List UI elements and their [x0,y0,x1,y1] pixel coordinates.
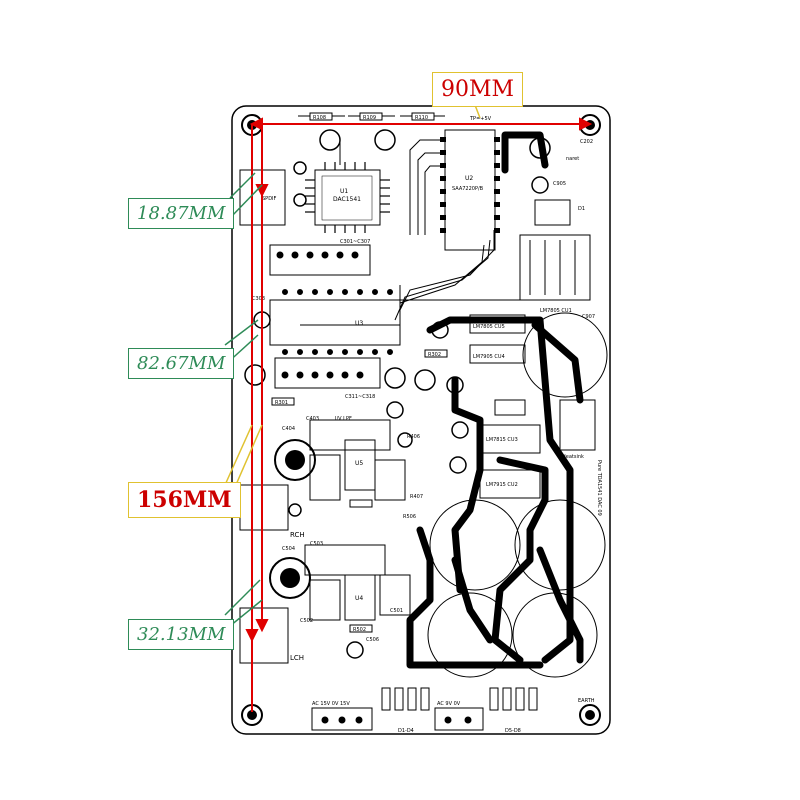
r302-label: R302 [428,352,441,358]
rch-label: RCH [290,531,305,539]
diodes [381,687,538,711]
d1-label: D1 [578,206,585,212]
c501-label: C501 [390,608,403,614]
u1-chip: U1 DAC1541 [305,162,390,233]
board-outline [231,105,611,735]
brand-label: Pure TDA1541 DAC 09 [596,460,602,516]
u2-chip: U2 SAA7220P/B [440,129,500,251]
small-capacitors-top [293,129,551,207]
c503-label: C503 [310,541,323,547]
iv-lpf-label: I/V LPF [335,416,352,422]
output-capacitors [269,439,364,659]
u2-label: U2 [465,175,473,182]
u4-label: U4 [355,595,363,602]
lm7805-cu1-label: LM7805 CU1 [540,308,572,314]
dimension-lines [245,117,593,712]
c202-label: C202 [580,139,593,145]
r108-label: R108 [313,115,326,121]
earth-label: EARTH [578,698,595,704]
r301-label: R301 [275,400,288,406]
r302-resistor [424,349,448,358]
c311-c318-row [274,357,381,389]
c907-label: C907 [582,314,595,320]
spdif-label: SPDIF [262,196,277,202]
naret-label: naret [566,156,579,162]
lm7905-cu4-label: LM7905 CU4 [473,354,505,360]
r110-label: R110 [415,115,428,121]
c905-label: C905 [553,181,566,187]
u5-label: U5 [355,460,363,467]
dimension-32-13-callout: 32.13MM [128,619,235,650]
lm7805-cu5-label: LM7805 CU5 [473,324,505,330]
d1-d4-label: D1-D4 [398,728,414,734]
filter-capacitors [427,312,608,678]
width-callout: 90MM [432,72,524,107]
signal-traces [270,139,520,326]
ac-connectors [311,707,484,731]
lch-label: LCH [290,654,304,662]
ac-9v-label: AC 9V 0V [437,701,461,707]
heatsink-u1 [519,199,591,301]
c301-c307-label: C301~C307 [340,239,370,245]
u1-label: U1 [340,188,348,195]
c303-label: C303 [252,296,265,302]
r301-resistor [271,397,295,406]
c403-label: C403 [306,416,319,422]
r502-label: R502 [353,627,366,633]
iv-lpf-section-right [309,419,406,508]
ac-15v-label: AC 15V 0V 15V [312,701,350,707]
u1-part-label: DAC1541 [333,196,361,203]
rca-sockets [239,169,289,664]
c311-c318-label: C311~C318 [345,394,375,400]
top-resistors [298,112,445,121]
heatsink-symbol [559,399,596,451]
tp-label: TP=+5V [469,116,492,122]
iv-lpf-section-left [304,544,411,633]
r406-label: R406 [407,434,420,440]
u3-label: U3 [355,320,363,327]
c301-c307-row [269,244,371,276]
c502-label: C502 [300,618,313,624]
dimension-18-87-callout: 18.87MM [128,198,235,229]
heatsink-label: Heatsink [562,454,584,460]
r109-label: R109 [363,115,376,121]
dimension-82-67-callout: 82.67MM [128,348,235,379]
d5-d8-label: D5-D8 [505,728,521,734]
lm7815-cu3-label: LM7815 CU3 [486,437,518,443]
c504-label: C504 [282,546,295,552]
callout-leaders [224,104,481,631]
c506-label: C506 [366,637,379,643]
regulators [469,314,541,499]
height-callout: 156MM [128,482,241,518]
power-traces [406,131,584,669]
r506-label: R506 [403,514,416,520]
u2-part-label: SAA7220P/B [452,186,484,192]
c404-label: C404 [282,426,295,432]
lm7915-cu2-label: LM7915 CU2 [486,482,518,488]
r407-label: R407 [410,494,423,500]
u3-chip [269,289,401,355]
